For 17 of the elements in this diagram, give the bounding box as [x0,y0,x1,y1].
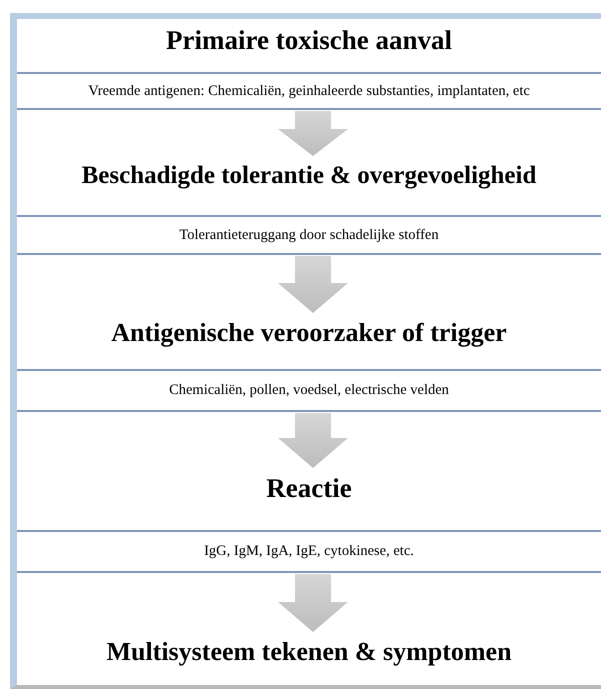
block-arrow [278,413,348,468]
stage-description: Chemicaliën, pollen, voedsel, electrische velden [169,382,449,399]
description-band [17,215,601,255]
stage-heading: Antigenische veroorzaker of trigger [111,318,507,348]
block-arrow [278,574,348,632]
stage-heading: Primaire toxische aanval [166,24,452,56]
description-band [17,72,601,110]
stage-heading: Beschadigde tolerantie & overgevoeligheid [82,162,536,190]
block-arrow [278,111,348,156]
description-band [17,530,601,573]
description-band [17,369,601,412]
block-arrow [278,256,348,313]
stage-heading: Multisysteem tekenen & symptomen [106,637,512,667]
stage-description: Tolerantieteruggang door schadelijke stoffen [179,226,439,244]
stage-description: IgG, IgM, IgA, IgE, cytokinese, etc. [204,543,414,560]
stage-description: Vreemde antigenen: Chemicaliën, geinhaleerde substanties, implantaten, etc [88,82,530,100]
stage-heading: Reactie [266,472,352,504]
